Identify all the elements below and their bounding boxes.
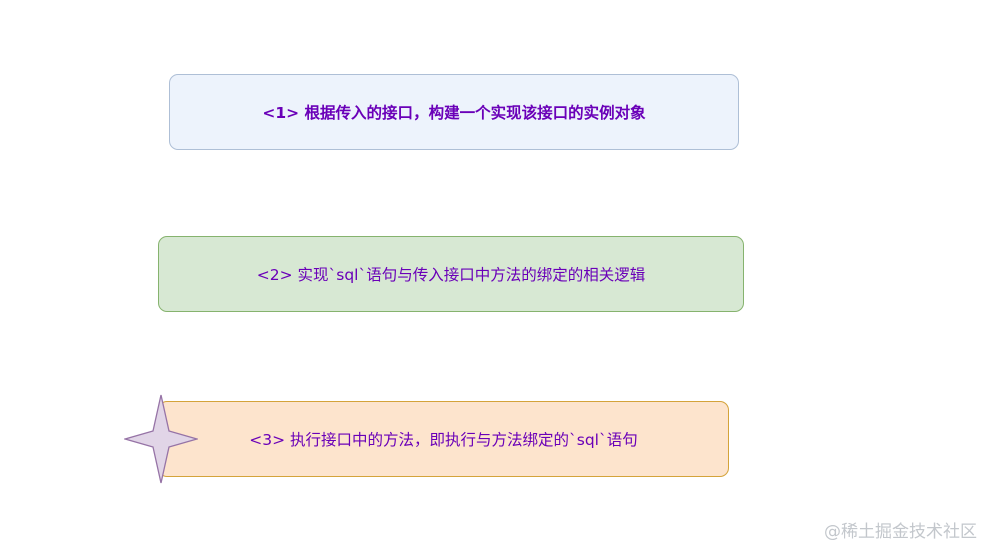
step-3-label: <3> 执行接口中的方法，即执行与方法绑定的`sql`语句 <box>249 431 638 449</box>
step-1-box: <1> 根据传入的接口，构建一个实现该接口的实例对象 <box>169 74 739 150</box>
watermark-text: @稀土掘金技术社区 <box>824 522 977 542</box>
step-2-box: <2> 实现`sql`语句与传入接口中方法的绑定的相关逻辑 <box>158 236 744 312</box>
step-1-label: <1> 根据传入的接口，构建一个实现该接口的实例对象 <box>262 104 646 122</box>
four-point-star-icon <box>124 394 198 484</box>
step-2-label: <2> 实现`sql`语句与传入接口中方法的绑定的相关逻辑 <box>256 266 646 284</box>
step-3-box: <3> 执行接口中的方法，即执行与方法绑定的`sql`语句 <box>158 401 729 477</box>
